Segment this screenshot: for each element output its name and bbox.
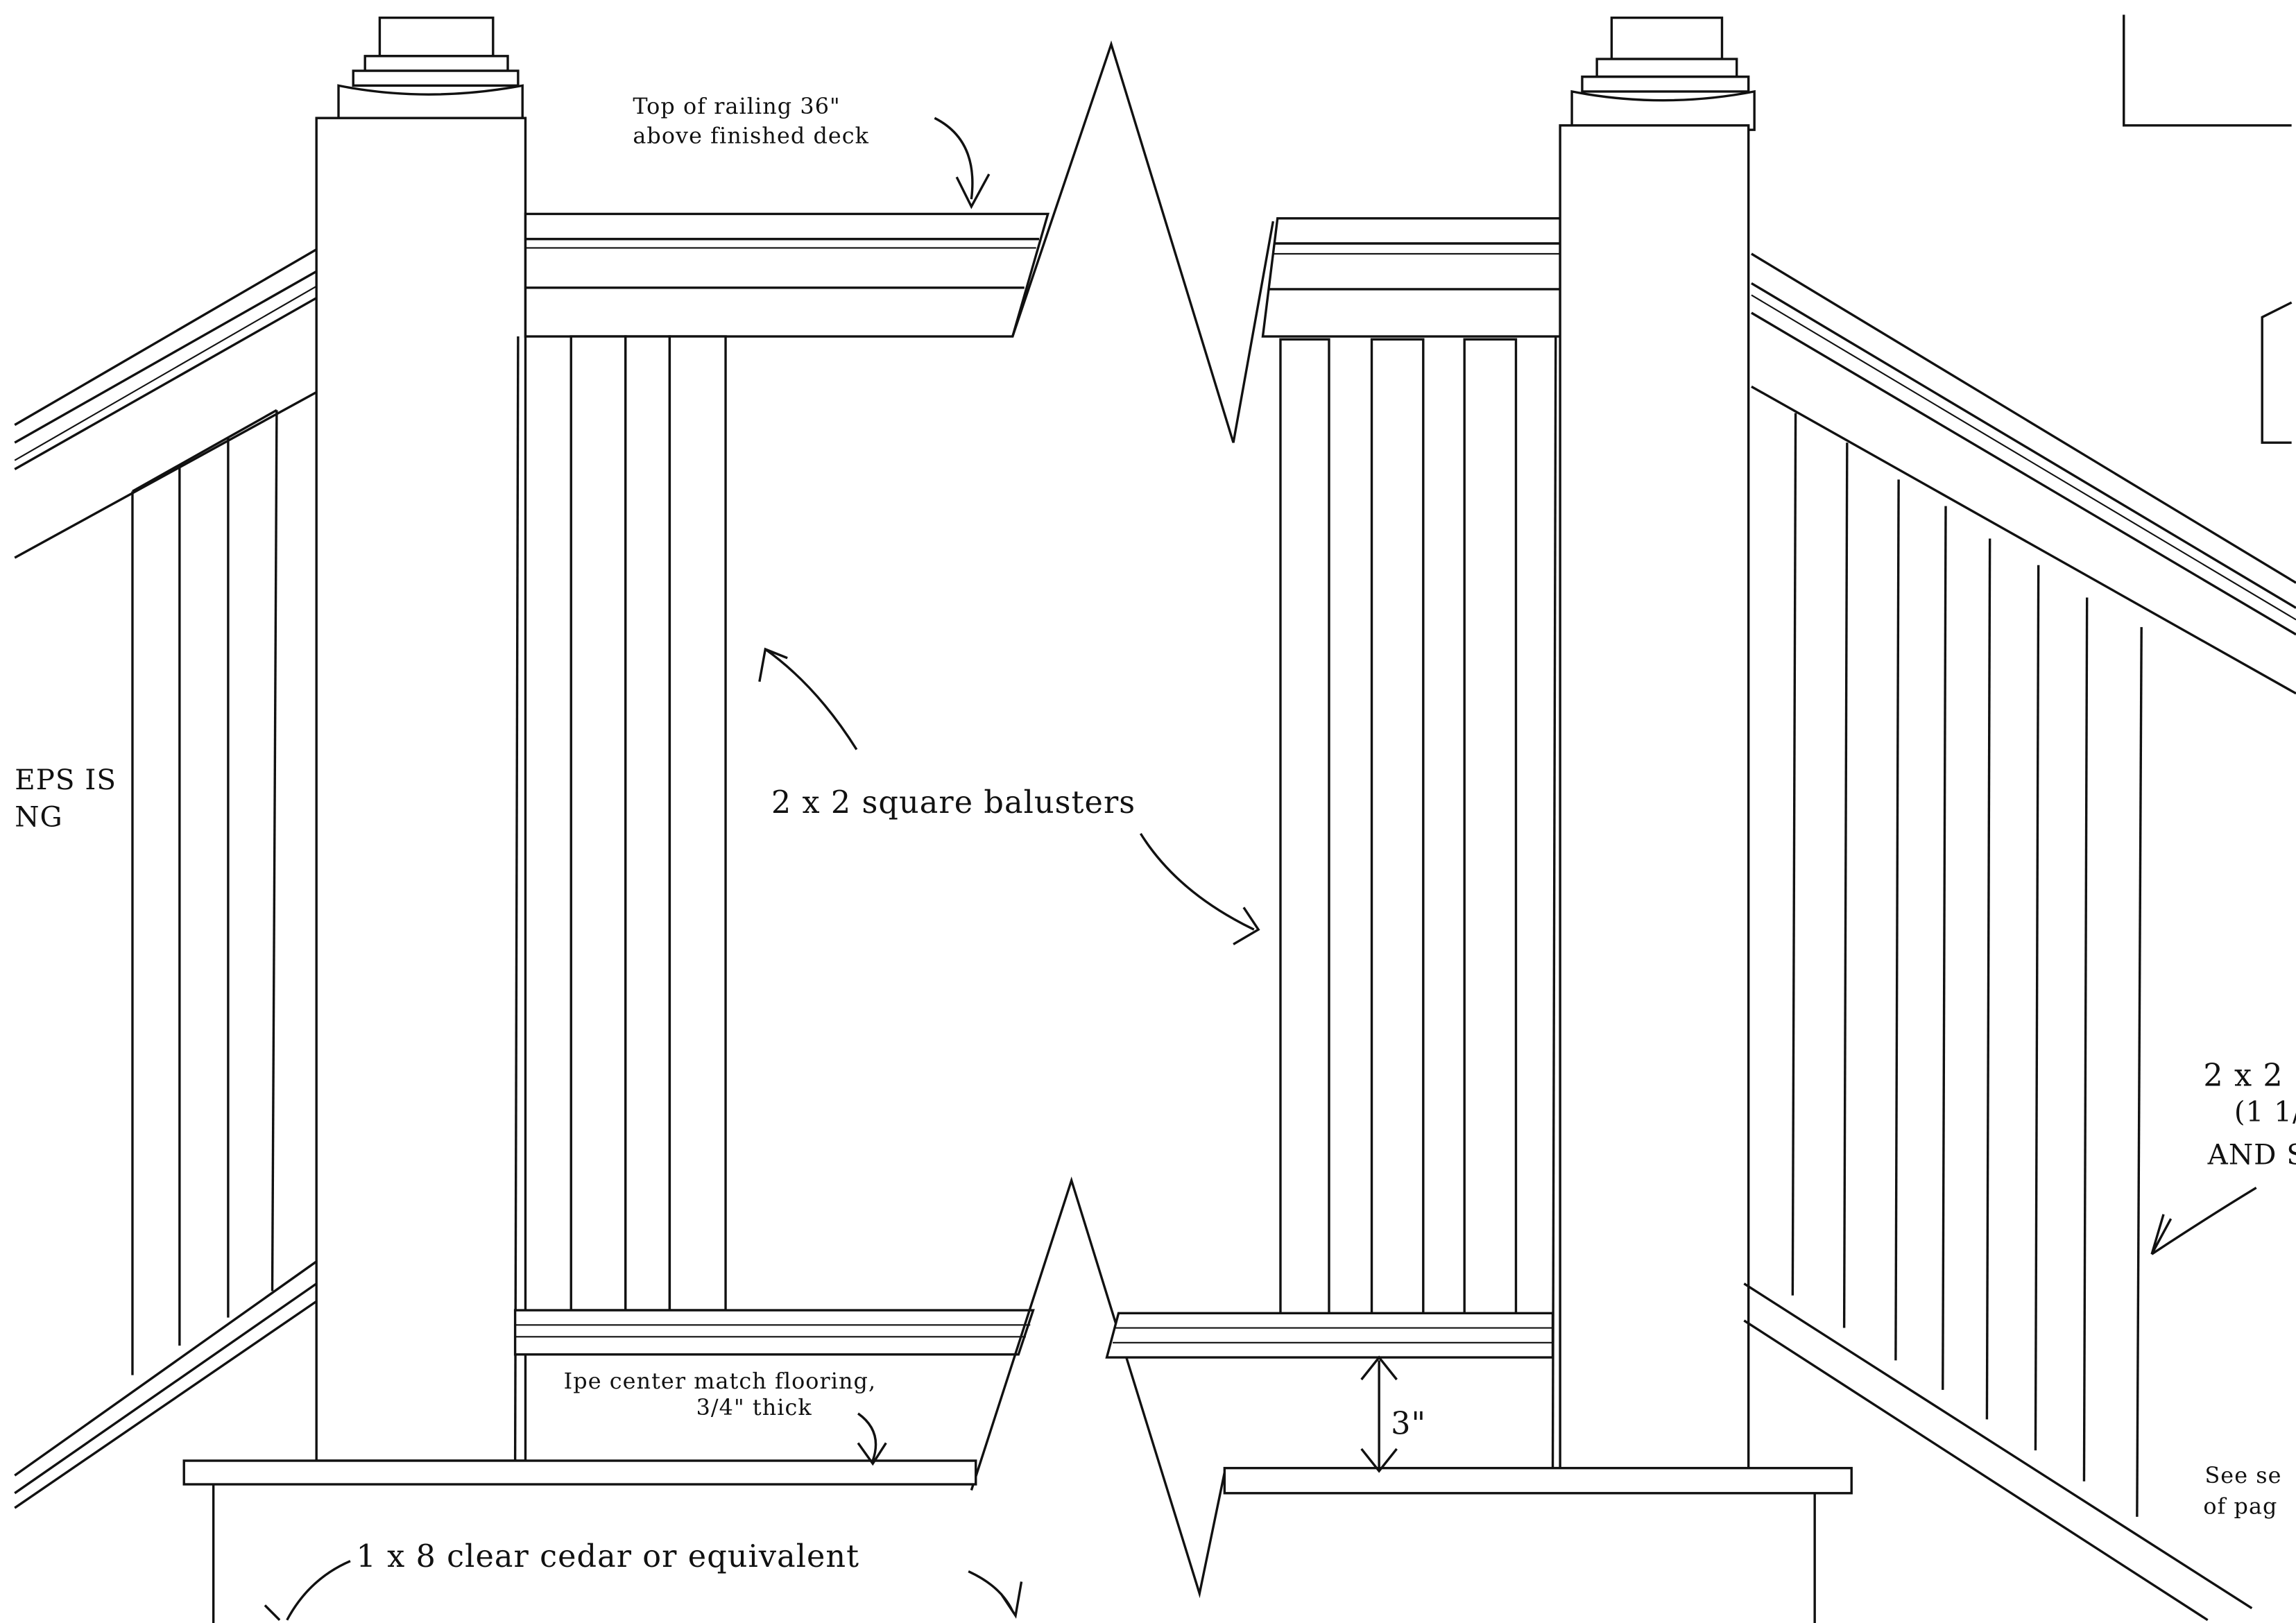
deck-right [1223,1466,1853,1623]
left-railing-section [513,212,1050,1461]
label-left-cut-2: NG [15,800,63,833]
leader-fascia-left [264,1560,351,1621]
label-fascia: 1 x 8 clear cedar or equivalent [356,1538,859,1574]
left-stair-railing [14,242,327,1509]
leader-baluster-left [758,647,858,750]
label-top-railing-1: Top of railing 36" [633,93,840,119]
leader-top-railing [934,117,991,209]
bottom-break-line [970,1176,1226,1599]
deck-left [182,1459,977,1623]
label-gap-3in: 3" [1391,1406,1426,1442]
partial-detail-box-2 [2261,301,2293,444]
top-break-line [1011,40,1275,443]
label-right-cut-2: (1 1/ [2234,1096,2296,1128]
label-right-cut-5: of pag [2203,1493,2277,1520]
label-left-cut-1: EPS IS [15,764,117,796]
label-flooring-1: Ipe center match flooring, [564,1368,877,1394]
label-right-cut-4: See se [2204,1462,2281,1488]
right-newel-post [1559,16,1756,1472]
right-stair-railing [1743,252,2296,1622]
leader-baluster-right [1139,833,1260,945]
left-newel-post [315,16,527,1462]
leader-fascia-right [968,1570,1023,1619]
dimension-3in [1360,1355,1398,1473]
label-top-railing-2: above finished deck [633,122,869,148]
label-right-cut-3: AND S [2207,1138,2296,1171]
label-balusters: 2 x 2 square balusters [771,784,1136,821]
leader-flooring [857,1412,887,1466]
leader-right-note [2150,1186,2257,1255]
label-flooring-2: 3/4" thick [696,1394,812,1420]
partial-detail-box [2123,15,2292,127]
right-railing-section [1105,217,1561,1471]
label-right-cut-1: 2 x 2 [2203,1058,2283,1094]
